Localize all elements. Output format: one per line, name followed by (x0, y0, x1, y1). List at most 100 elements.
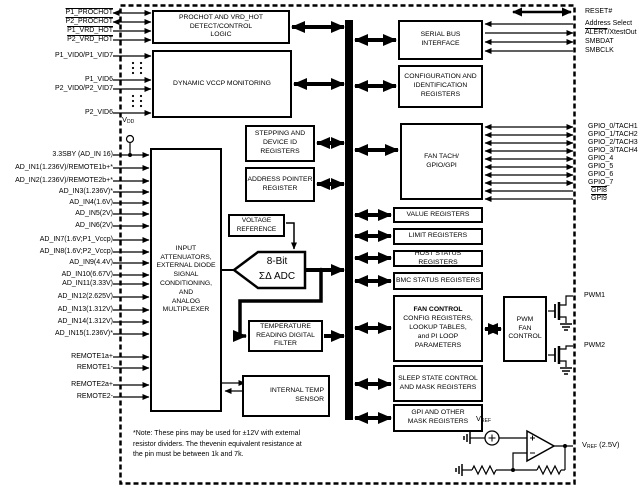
vref-main: V (476, 414, 482, 423)
block-host-status-registers: HOST STATUS REGISTERS (393, 250, 483, 267)
adc-pentagon (231, 250, 307, 290)
pin-label-alert-xtestout: ALERT/XtestOut (585, 29, 637, 37)
footnote: *Note: These pins may be used for ±12V w… (133, 430, 302, 458)
vdd-main: V (122, 115, 128, 124)
pin-label-vdd: VDD (122, 116, 134, 126)
mosfet-icon (548, 295, 573, 331)
pin-label-smbclk: SMBCLK (585, 47, 614, 54)
vref-buffer-circuit (455, 429, 573, 476)
opamp-icon (526, 429, 556, 463)
pin-label-gpio0-tach1: GPIO_0/TACH1 (588, 123, 638, 130)
block-sleep-state-mask-registers: SLEEP STATE CONTROL AND MASK REGISTERS (393, 365, 483, 402)
block-pwm-fan-control: PWM FAN CONTROL (503, 296, 547, 362)
pin-label-ad-in2: AD_IN2(1.236V)/REMOTE2b+* (15, 177, 113, 184)
chip-boundary-icon (119, 4, 576, 485)
vdd-sub: DD (127, 119, 135, 125)
vid-ellipsis-dots (131, 61, 143, 108)
resistor-icon (471, 464, 497, 476)
resistor-icon (536, 464, 562, 476)
pin-label-p2-prochot: P2_PROCHOT (65, 18, 113, 25)
block-stepping-device-id-registers: STEPPING AND DEVICE ID REGISTERS (245, 125, 315, 162)
ground-icon (455, 464, 463, 476)
block-fan-tach-gpio-gpi: FAN TACH/ GPIO/GPI (400, 123, 483, 200)
pin-label-gpio2-tach3: GPIO_2/TACH3 (588, 139, 638, 146)
pin-label-vref-out: VREF (2.5V) (582, 441, 620, 451)
block-serial-bus-interface: SERIAL BUS INTERFACE (398, 20, 483, 60)
pin-label-pwm1: PWM1 (584, 292, 605, 299)
pin-label-ad-in13: AD_IN13(1.312V) (57, 306, 113, 313)
pin-label-p2-vrd-hot: P2_VRD_HOT (67, 36, 113, 43)
pin-label-gpio7: GPIO_7 (588, 179, 614, 186)
block-value-registers: VALUE REGISTERS (393, 207, 483, 223)
block-bmc-status-registers: BMC STATUS REGISTERS (393, 272, 483, 290)
block-address-pointer-register: ADDRESS POINTER REGISTER (245, 167, 315, 202)
block-internal-temp-sensor: INTERNAL TEMP SENSOR (242, 375, 330, 417)
system-bus (345, 20, 353, 420)
pin-label-ad-in8: AD_IN8(1.6V;P2_Vccp) (39, 248, 113, 255)
pin-label-smbdat: SMBDAT (585, 38, 614, 45)
pin-label-p1-vid6: P1_VID6 (84, 76, 113, 83)
pin-label-gpio5: GPIO_5 (588, 163, 614, 170)
pin-label-gpio1-tach2: GPIO_1/TACH2 (588, 131, 638, 138)
pin-label-gpi9: GPI9 (591, 195, 607, 202)
fan-control-title: FAN CONTROL (413, 306, 463, 314)
pin-label-ad-in7: AD_IN7(1.6V;P1_Vccp) (39, 236, 113, 243)
block-input-attenuators-mux: INPUT ATTENUATORS, EXTERNAL DIODE SIGNAL… (150, 148, 222, 412)
pin-label-p2-vid6: P2_VID6 (84, 109, 113, 116)
vdd-pin-icon (125, 134, 135, 157)
pin-label-ad-in14: AD_IN14(1.312V) (57, 318, 113, 325)
vref-source-label: VREF (476, 415, 491, 425)
pin-label-ad-in4: AD_IN4(1.6V) (69, 199, 113, 206)
pin-label-p1-vrd-hot: P1_VRD_HOT (67, 27, 113, 34)
block-prochot-logic: PROCHOT AND VRD_HOT DETECT/CONTROL LOGIC (152, 10, 290, 44)
fan-control-body: CONFIG REGISTERS, LOOKUP TABLES, and PI … (403, 315, 473, 349)
pin-label-ad-in3: AD_IN3(1.236V)* (58, 188, 113, 195)
ground-icon (560, 367, 572, 375)
pin-label-ad-in6: AD_IN6(2V) (75, 222, 113, 229)
pin-label-p1-prochot: P1_PROCHOT (65, 9, 113, 16)
pin-label-gpio3-tach4: GPIO_3/TACH4 (588, 147, 638, 154)
pin-label-ad-in1: AD_IN1(1.236V)/REMOTE1b+* (15, 164, 113, 171)
pin-label-remote2-minus: REMOTE2- (76, 393, 113, 400)
pin-label-pwm2: PWM2 (584, 342, 605, 349)
pin-label-3p3sby: 3.3SBY (AD_IN 16) (52, 151, 113, 158)
vref-out-main: V (582, 440, 588, 449)
pin-label-ad-in9: AD_IN9(4.4V) (69, 259, 113, 266)
block-limit-registers: LIMIT REGISTERS (393, 228, 483, 245)
pin-label-remote1-minus: REMOTE1- (76, 364, 113, 371)
adc-line2: ΣΔ ADC (258, 270, 296, 282)
pin-label-gpi8: GPI8 (591, 187, 607, 194)
block-temperature-digital-filter: TEMPERATURE READING DIGITAL FILTER (248, 320, 323, 352)
pin-label-gpio6: GPIO_6 (588, 171, 614, 178)
ground-icon (463, 432, 471, 444)
block-voltage-reference: VOLTAGE REFERENCE (228, 214, 285, 237)
vref-out-rest: (2.5V) (597, 440, 620, 449)
block-fan-control: FAN CONTROL CONFIG REGISTERS, LOOKUP TAB… (393, 295, 483, 362)
mosfet-icon (548, 345, 573, 375)
block-gpi-other-mask-registers: GPI AND OTHER MASK REGISTERS (393, 404, 483, 432)
pin-label-gpio4: GPIO_4 (588, 155, 614, 162)
vref-sub: REF (481, 418, 492, 424)
alert-bar: ALERT (585, 29, 608, 36)
pin-label-address-select: Address Select (585, 20, 633, 27)
adc-label: 8-Bit ΣΔ ADC (250, 255, 304, 284)
pin-label-ad-in15: AD_IN15(1.236V)* (55, 330, 113, 337)
pin-label-ad-in11: AD_IN11(3.33V) (62, 280, 113, 287)
pin-label-reset: RESET# (585, 8, 613, 15)
pin-label-p1-vid0-7: P1_VID0/P1_VID7 (55, 52, 113, 59)
block-configuration-id-registers: CONFIGURATION AND IDENTIFICATION REGISTE… (398, 65, 483, 108)
pin-label-remote1a-plus: REMOTE1a+ (71, 353, 113, 360)
vref-out-sub: REF (587, 444, 598, 450)
pin-label-p2-vid0-7: P2_VID0/P2_VID7 (55, 85, 113, 92)
alert-rest: /XtestOut (607, 29, 637, 36)
ground-icon (560, 323, 572, 331)
block-dynamic-vccp-monitoring: DYNAMIC VCCP MONITORING (152, 50, 292, 118)
wire-lines (112, 7, 574, 424)
voltage-source-icon (484, 430, 500, 446)
pin-label-ad-in5: AD_IN5(2V) (75, 210, 113, 217)
pin-label-ad-in10: AD_IN10(6.67V) (61, 271, 113, 278)
pin-label-ad-in12: AD_IN12(2.625V) (57, 293, 113, 300)
pin-label-remote2a-plus: REMOTE2a+ (71, 381, 113, 388)
